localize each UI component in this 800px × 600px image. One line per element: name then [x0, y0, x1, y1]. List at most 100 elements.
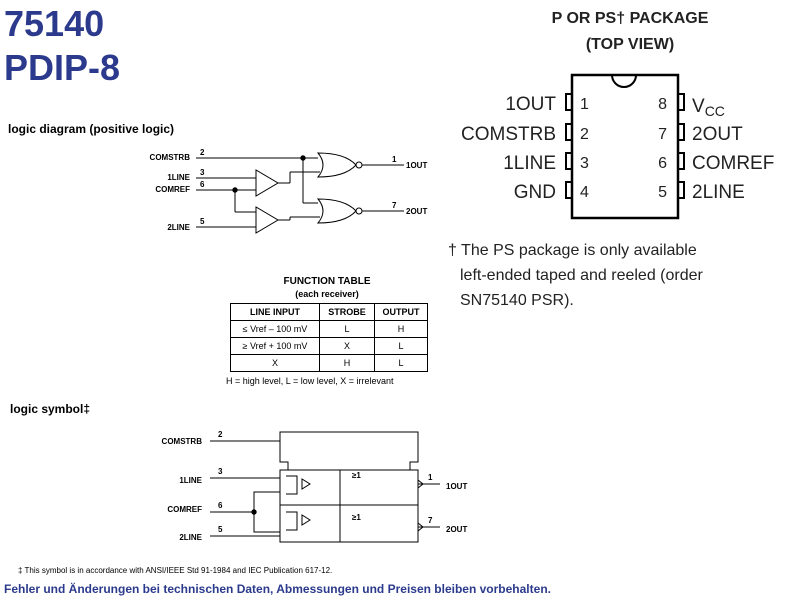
pin-stub — [678, 181, 685, 199]
package-subtitle: (TOP VIEW) — [585, 36, 675, 53]
pin-stub — [565, 152, 572, 170]
logic-symbol-title: logic symbol‡ — [10, 402, 91, 416]
buffer-sym-2 — [301, 514, 311, 526]
pin-2-num: 2 — [580, 126, 589, 143]
comparator-2 — [255, 206, 279, 234]
table-row: X H L — [230, 354, 428, 372]
comparator-1 — [255, 169, 279, 197]
nor-gate-2-bubble — [355, 207, 363, 215]
buffer-sym-1 — [301, 478, 311, 490]
footnote: ‡ This symbol is in accordance with ANSI… — [18, 566, 333, 575]
ft-header-output: OUTPUT — [374, 303, 428, 321]
ld-pin-5: 5 — [200, 217, 205, 226]
logic-symbol-labels: COMSTRB 1LINE COMREF 2LINE 2 3 6 5 ≥1 ≥1… — [162, 430, 468, 542]
ls-2out-label: 2OUT — [446, 525, 467, 534]
ft-header-line-input: LINE INPUT — [230, 303, 320, 321]
ls-gate-label-1: ≥1 — [352, 471, 361, 480]
pin-3-num: 3 — [580, 155, 589, 172]
pin-8-name: VCC — [692, 96, 725, 119]
package-note-line-1: † The PS package is only available — [448, 242, 697, 259]
ft-cell: L — [319, 320, 375, 338]
ld-comref-label: COMREF — [155, 185, 190, 194]
function-table: LINE INPUT STROBE OUTPUT ≤ Vref – 100 mV… — [230, 303, 428, 372]
ls-pin-5: 5 — [218, 525, 223, 534]
pin-7-name: 2OUT — [692, 124, 743, 145]
function-table-legend: H = high level, L = low level, X = irrel… — [226, 376, 394, 386]
disclaimer: Fehler und Änderungen bei technischen Da… — [4, 582, 551, 596]
ld-1out-label: 1OUT — [406, 161, 427, 170]
control-block — [279, 431, 419, 471]
symbol-element-1 — [279, 469, 419, 506]
ld-1line-label: 1LINE — [167, 173, 190, 182]
ld-2line-label: 2LINE — [167, 223, 190, 232]
ld-2out-label: 2OUT — [406, 207, 427, 216]
ls-pin-7: 7 — [428, 516, 433, 525]
ls-comref-label: COMREF — [167, 505, 202, 514]
table-row: ≥ Vref + 100 mV X L — [230, 337, 428, 355]
part-number-title: 75140 — [4, 3, 105, 44]
ls-pin-1: 1 — [428, 473, 433, 482]
ls-gate-label-2: ≥1 — [352, 513, 361, 522]
ft-cell: X — [319, 337, 375, 355]
ls-1out-label: 1OUT — [446, 482, 467, 491]
pin-2-name: COMSTRB — [461, 124, 556, 145]
ld-pin-3: 3 — [200, 168, 205, 177]
package-labels: 1OUT COMSTRB 1LINE GND 1 2 3 4 8 7 6 5 V… — [461, 94, 774, 203]
pin-stub — [678, 123, 685, 141]
comparator-sym-1 — [286, 475, 298, 495]
logic-diagram-title: logic diagram (positive logic) — [8, 122, 175, 136]
table-row: ≤ Vref – 100 mV L H — [230, 320, 428, 338]
pin-5-name: 2LINE — [692, 182, 745, 203]
pin-4-name: GND — [514, 182, 556, 203]
pin-5-num: 5 — [658, 184, 667, 201]
nor-gate-1-bubble — [355, 161, 363, 169]
output-sym-1 — [417, 479, 424, 489]
package-title: P OR PS† PACKAGE — [551, 10, 709, 27]
ft-cell: X — [230, 354, 320, 372]
pin-1-name: 1OUT — [505, 94, 556, 115]
package-note-line-3: SN75140 PSR). — [460, 292, 574, 309]
ft-header-strobe: STROBE — [319, 303, 375, 321]
ld-pin-2: 2 — [200, 148, 205, 157]
ls-comstrb-label: COMSTRB — [162, 437, 203, 446]
ft-cell: H — [319, 354, 375, 372]
pin-3-name: 1LINE — [503, 153, 556, 174]
package-body — [570, 73, 680, 220]
ld-pin-7: 7 — [392, 201, 397, 210]
pin-stub — [565, 181, 572, 199]
package-pinout — [565, 73, 685, 220]
wire — [253, 491, 280, 512]
pin-stub — [678, 152, 685, 170]
ls-pin-2: 2 — [218, 430, 223, 439]
pin-6-name: COMREF — [692, 153, 774, 174]
pin-stub — [565, 93, 572, 111]
pin-4-num: 4 — [580, 184, 589, 201]
ld-pin-6: 6 — [200, 180, 205, 189]
logic-diagram — [196, 152, 404, 234]
package-type-title: PDIP-8 — [4, 47, 121, 88]
ls-2line-label: 2LINE — [179, 533, 202, 542]
package-note: † The PS package is only available left-… — [448, 238, 788, 313]
ft-cell: ≤ Vref – 100 mV — [230, 320, 320, 338]
ft-cell: L — [374, 354, 428, 372]
function-table-title: FUNCTION TABLE — [283, 276, 371, 287]
pin-1-num: 1 — [580, 96, 589, 113]
pin-stub — [565, 123, 572, 141]
pin-7-num: 7 — [658, 126, 667, 143]
pin-6-num: 6 — [658, 155, 667, 172]
logic-diagram-labels: COMSTRB 1LINE COMREF 2LINE 2 3 6 5 1 7 1… — [150, 148, 428, 232]
function-table-header-row: LINE INPUT STROBE OUTPUT — [230, 303, 428, 321]
ls-pin-3: 3 — [218, 467, 223, 476]
pin-8-num: 8 — [658, 96, 667, 113]
nor-gate-2 — [316, 198, 357, 224]
ld-comstrb-label: COMSTRB — [150, 153, 191, 162]
function-table-subtitle: (each receiver) — [295, 289, 359, 299]
logic-symbol — [210, 431, 440, 543]
ft-cell: ≥ Vref + 100 mV — [230, 337, 320, 355]
ls-1line-label: 1LINE — [179, 476, 202, 485]
package-note-line-2: left-ended taped and reeled (order — [460, 267, 703, 284]
comparator-sym-2 — [286, 511, 298, 531]
wire — [253, 512, 280, 533]
ft-cell: L — [374, 337, 428, 355]
ft-cell: H — [374, 320, 428, 338]
